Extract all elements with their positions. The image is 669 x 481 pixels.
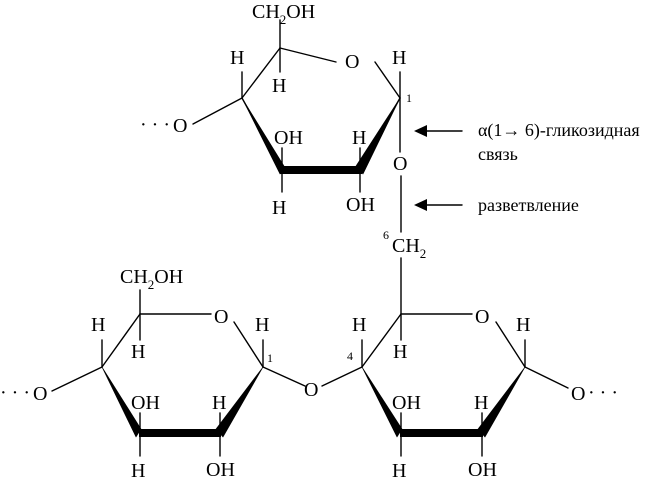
bl-c2-oh: OH [206, 459, 235, 481]
bottom-link-oxygen: O [304, 379, 318, 401]
br-c4-h: H [352, 314, 366, 336]
bl-c3-oh: OH [131, 392, 160, 414]
glycosidic-bond-label-line2: связь [478, 144, 518, 164]
top-c4-h: H [230, 47, 244, 69]
br-c3-h: H [392, 460, 406, 481]
bl-c1-h: H [255, 314, 269, 336]
br-c1-h: H [516, 314, 530, 336]
br-c4-position: 4 [347, 349, 353, 363]
glycosidic-arrowhead [414, 125, 427, 137]
br-c2-oh: OH [468, 459, 497, 481]
br-c5-h: H [393, 341, 407, 363]
top-c3-oh: OH [274, 127, 303, 149]
top-ring-oxygen: O [345, 51, 359, 73]
bottom-left-glucose-ring: CH2OH O H H H O · · · OH H H OH 1 [0, 266, 306, 481]
top-c3-h: H [272, 197, 286, 219]
c6-ch2-label: CH2 [392, 235, 426, 261]
branching-arrowhead [414, 199, 427, 211]
br-c2-h: H [474, 392, 488, 414]
bl-c1-position: 1 [267, 351, 273, 365]
top-c5-h: H [272, 75, 286, 97]
bl-left-dots: · · · [0, 382, 30, 404]
top-c1-h: H [392, 47, 406, 69]
bl-ch2oh-label: CH2OH [120, 266, 183, 292]
top-c2-h: H [352, 127, 366, 149]
top-c2-oh: OH [346, 194, 375, 216]
annotations: α(1→ 6)-гликозидная связь разветвление [414, 120, 640, 215]
branch-link: O 6 CH2 [383, 153, 426, 315]
br-c1-oxygen: O [571, 383, 585, 405]
link-oxygen: O [393, 153, 407, 175]
top-ch2oh-label: CH2OH [252, 1, 315, 27]
bl-c4-h: H [91, 314, 105, 336]
branching-label: разветвление [478, 195, 579, 215]
br-right-dots: · · · [588, 382, 618, 404]
c6-position: 6 [383, 228, 389, 242]
top-c1-position: 1 [406, 91, 412, 105]
top-glucose-ring: CH2OH O H H H O · · · OH H H OH 1 [140, 1, 412, 219]
bottom-right-glucose-ring: O H H H O · · · OH H H OH 4 [321, 306, 618, 481]
br-c3-oh: OH [392, 392, 421, 414]
bl-c3-h: H [131, 460, 145, 481]
top-c4-oxygen: O [173, 115, 187, 137]
bl-c2-h: H [212, 392, 226, 414]
bl-ring-oxygen: O [214, 306, 228, 328]
glycosidic-bond-label: α(1→ 6)-гликозидная [478, 120, 640, 141]
br-ring-oxygen: O [475, 306, 489, 328]
top-left-dots: · · · [140, 114, 170, 136]
bl-c5-h: H [131, 341, 145, 363]
bl-c4-oxygen: O [33, 383, 47, 405]
